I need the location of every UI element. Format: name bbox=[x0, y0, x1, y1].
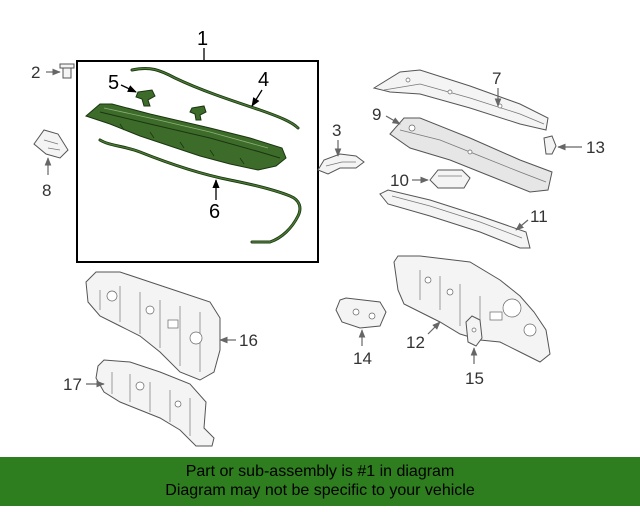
callout-5-leader bbox=[120, 84, 137, 93]
callout-13: 13 bbox=[586, 138, 605, 157]
callout-8: 8 bbox=[42, 181, 51, 200]
part-2-fastener bbox=[59, 63, 75, 79]
part-5-clip bbox=[135, 89, 156, 107]
part-4-seal bbox=[130, 66, 300, 130]
callout-16: 16 bbox=[239, 331, 258, 350]
callout-14: 14 bbox=[353, 349, 372, 368]
parts-diagram: 1 4 5 6 2 8 3 bbox=[31, 28, 605, 447]
part-1-cowl-panel bbox=[85, 103, 287, 171]
part-14-bracket bbox=[335, 297, 387, 329]
callout-4: 4 bbox=[258, 69, 269, 91]
footer-line-2: Diagram may not be specific to your vehi… bbox=[165, 482, 475, 499]
callout-10: 10 bbox=[390, 171, 409, 190]
callout-9: 9 bbox=[372, 105, 381, 124]
part-12-dash-panel bbox=[393, 255, 551, 363]
callout-4-leader bbox=[251, 89, 263, 107]
part-17-insulator bbox=[95, 359, 215, 447]
callout-17: 17 bbox=[63, 375, 82, 394]
part-15-bracket bbox=[465, 315, 483, 347]
callout-1: 1 bbox=[197, 28, 208, 50]
callout-12-leader bbox=[427, 321, 441, 335]
callout-6: 6 bbox=[209, 201, 220, 223]
part-11-reinforcement bbox=[379, 189, 531, 249]
part-16-dash-panel bbox=[85, 271, 221, 381]
callout-9-leader bbox=[385, 115, 401, 125]
callout-7: 7 bbox=[492, 69, 501, 88]
part-9-lower-cowl bbox=[389, 117, 553, 193]
callout-11: 11 bbox=[530, 207, 548, 226]
callout-12: 12 bbox=[406, 333, 425, 352]
callout-3: 3 bbox=[332, 121, 341, 140]
part-6-seal bbox=[98, 138, 302, 244]
part-3-bracket bbox=[317, 153, 365, 175]
footer-banner: Part or sub-assembly is #1 in diagram Di… bbox=[0, 457, 640, 506]
callout-2: 2 bbox=[31, 63, 40, 82]
part-10-panel bbox=[429, 169, 471, 189]
callout-11-leader bbox=[515, 219, 529, 231]
footer-line-1: Part or sub-assembly is #1 in diagram bbox=[185, 463, 455, 480]
part-7-upper-cowl bbox=[372, 69, 549, 131]
callout-5: 5 bbox=[108, 72, 119, 94]
callout-15: 15 bbox=[465, 369, 484, 388]
panel-clip bbox=[189, 105, 207, 121]
part-8-bracket bbox=[33, 129, 69, 159]
part-13-clip bbox=[543, 135, 557, 155]
